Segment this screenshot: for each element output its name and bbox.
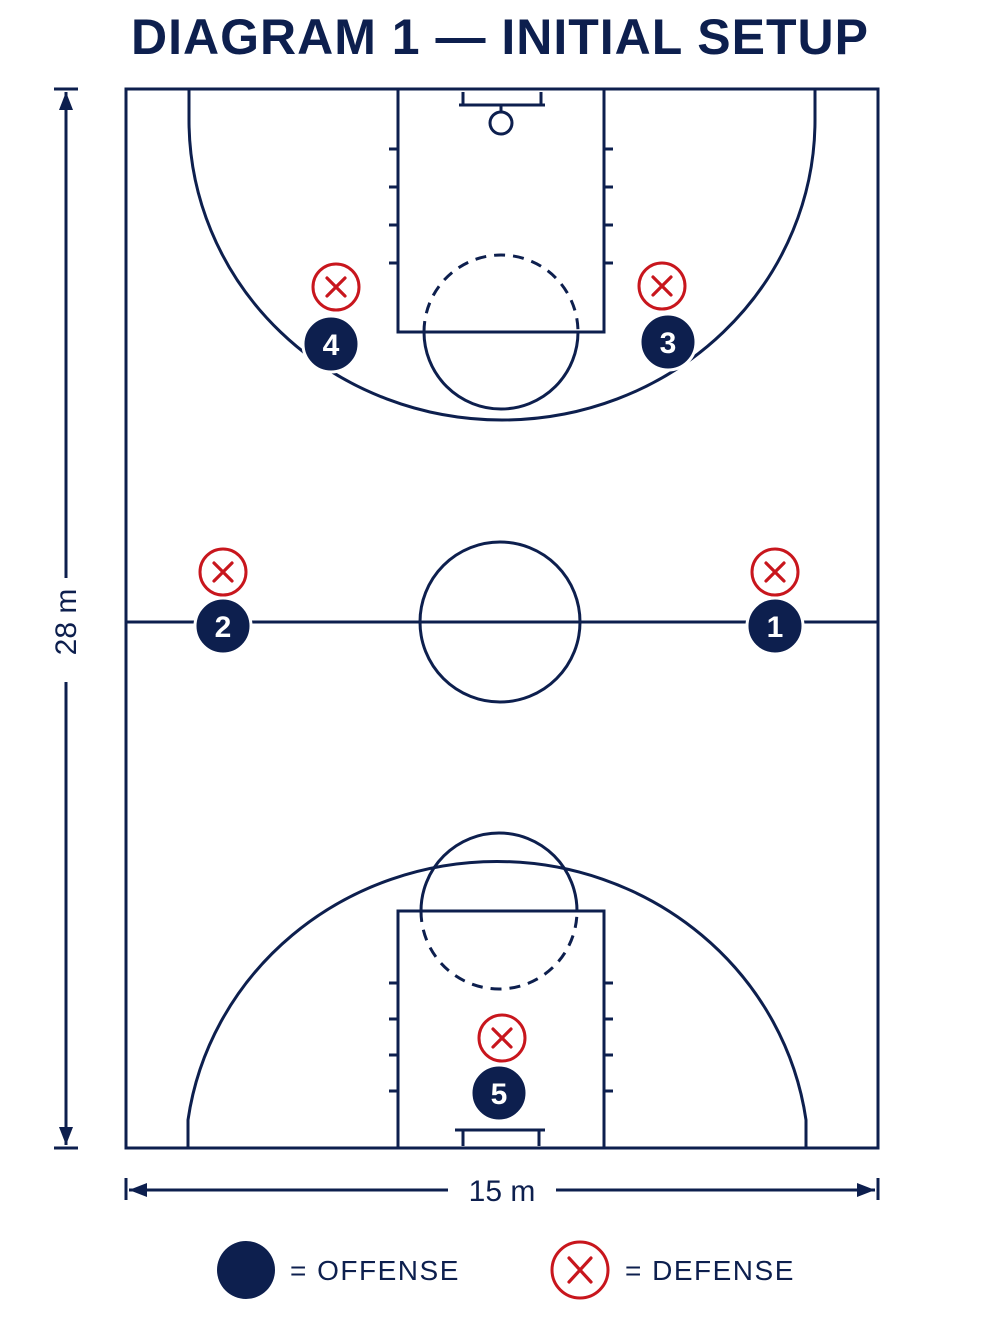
diagram-title: DIAGRAM 1 — INITIAL SETUP	[130, 9, 869, 65]
defender-marker-2	[198, 547, 248, 597]
legend-offense-symbol	[217, 1241, 275, 1299]
width-dimension: 15 m	[124, 1175, 880, 1208]
length-label: 28 m	[50, 589, 83, 656]
legend-defense-symbol	[550, 1240, 610, 1300]
defender-marker-1	[750, 547, 800, 597]
defender-marker-4	[311, 262, 361, 312]
offense-player-5: 5	[469, 1063, 529, 1123]
legend: = OFFENSE = DEFENSE	[217, 1240, 795, 1300]
lane-hash-marks-top	[389, 147, 613, 265]
length-dimension: 28 m	[50, 87, 83, 1150]
three-point-line-top	[187, 89, 817, 422]
svg-text:3: 3	[660, 327, 677, 360]
legend-offense-label: = OFFENSE	[290, 1255, 460, 1286]
free-throw-circle-top-solid	[422, 331, 580, 411]
width-label: 15 m	[469, 1175, 536, 1208]
free-throw-circle-top-dashed	[422, 253, 580, 333]
defender-marker-3	[637, 261, 687, 311]
key-top	[396, 87, 606, 334]
legend-defense-label: = DEFENSE	[625, 1255, 795, 1286]
key-bottom	[396, 909, 606, 1150]
center-circle	[418, 540, 582, 704]
offense-player-4: 4	[301, 314, 361, 374]
backboard-top	[459, 92, 545, 112]
lane-hash-marks-bottom	[389, 981, 613, 1093]
offense-player-3: 3	[638, 312, 698, 372]
free-throw-circle-bottom-dashed	[419, 910, 579, 991]
svg-text:2: 2	[215, 611, 232, 644]
free-throw-circle-bottom-solid	[419, 831, 579, 912]
svg-text:1: 1	[767, 611, 784, 644]
backboard-bottom	[455, 1128, 545, 1146]
three-point-line-bottom	[186, 860, 808, 1148]
svg-text:4: 4	[323, 329, 340, 362]
offense-player-2: 2	[193, 596, 253, 656]
hoop-top	[488, 110, 514, 136]
defender-marker-5	[477, 1013, 527, 1063]
svg-text:5: 5	[491, 1078, 508, 1111]
offense-player-1: 1	[745, 596, 805, 656]
